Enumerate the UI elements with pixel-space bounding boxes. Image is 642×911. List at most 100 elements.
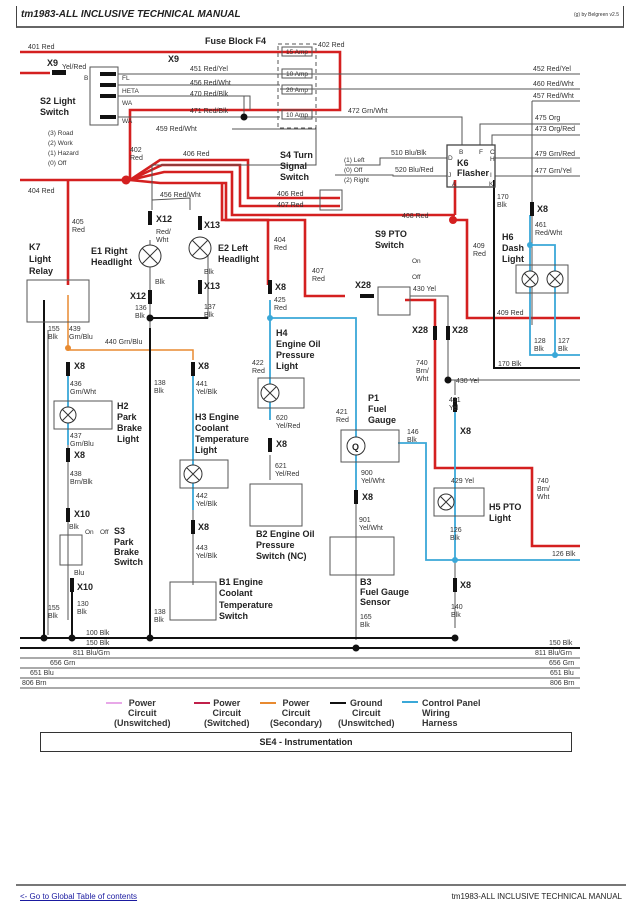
legend-text: Circuit	[352, 708, 381, 718]
k7-label: K7	[29, 242, 41, 252]
connector-x8-a: X8	[275, 282, 286, 292]
connector-x8-i: X8	[198, 522, 209, 532]
b3-label-2: Fuel Gauge	[360, 587, 409, 597]
wire-label: 406 Red	[277, 191, 304, 198]
wire-label: 470 Red/Blk	[190, 91, 229, 98]
wire-label: 651 Blu	[30, 670, 54, 677]
gauge-icon: Q	[346, 436, 366, 456]
diagram-caption: SE4 - Instrumentation	[40, 732, 572, 752]
wire-label: 165	[360, 614, 372, 621]
k6-label: K6	[457, 158, 469, 168]
wire-label: 425	[274, 297, 286, 304]
wire-label: 621	[275, 463, 287, 470]
s4-label-3: Switch	[280, 172, 309, 182]
h6-label-2: Dash	[502, 243, 524, 253]
bottom-buses	[20, 657, 580, 689]
connector-x8-j: X8	[460, 580, 471, 590]
wires-x9	[118, 73, 280, 118]
k6-flasher-box	[446, 144, 496, 188]
wire-label: 409 Red	[497, 310, 524, 317]
splice-471	[240, 113, 248, 121]
manual-title: tm1983-ALL INCLUSIVE TECHNICAL MANUAL	[21, 9, 241, 20]
b2-box	[249, 483, 303, 527]
wire-439-440	[67, 295, 194, 360]
legend-swatch	[402, 701, 418, 703]
wire-label: 656 Grn	[50, 660, 75, 667]
wire-label: Blk	[558, 346, 568, 353]
k6-pin-a: A	[452, 181, 457, 188]
h2-label-3: Brake	[117, 423, 142, 433]
h5-label: H5 PTO	[489, 502, 521, 512]
connector-x10-a: X10	[74, 509, 90, 519]
s4-label: S4 Turn	[280, 150, 313, 160]
h3-label-2: Coolant	[195, 423, 229, 433]
wire-s4	[320, 196, 340, 208]
signal-wires	[47, 73, 580, 640]
connector-x8-f: X8	[276, 439, 287, 449]
h4-label-2: Engine Oil	[276, 339, 321, 349]
wire-label: 404 Red	[28, 188, 55, 195]
footer-title: tm1983-ALL INCLUSIVE TECHNICAL MANUAL	[451, 892, 622, 901]
lamps: Q	[59, 236, 564, 511]
p1-box	[340, 429, 400, 463]
lamp-icon	[138, 244, 162, 268]
splice-gnd-6	[451, 634, 459, 642]
legend-item-power-switched: Power Circuit (Switched)	[194, 698, 250, 728]
k7-relay-box	[26, 279, 90, 323]
wire-label: 408 Red	[402, 213, 429, 220]
wire-label: Blu	[74, 570, 84, 577]
s2-position-road: (3) Road	[48, 130, 74, 137]
wire-label: Red	[336, 417, 349, 424]
wire-label: 900	[361, 470, 373, 477]
s2-terminal-b: B	[84, 75, 88, 82]
k6-pin-h: H	[490, 156, 495, 163]
h2-label-2: Park	[117, 412, 138, 422]
fuse-label-3: 20 Amp	[286, 87, 308, 94]
wire-label: Grn/Blu	[70, 441, 94, 448]
wire-label: 170	[497, 194, 509, 201]
wire-label: Blk	[48, 613, 58, 620]
wire-label: 460 Red/Wht	[533, 81, 574, 88]
wires-452-460	[280, 73, 580, 90]
splice-red-main	[121, 175, 131, 185]
k6-pin-f: F	[479, 149, 483, 156]
h2-label: H2	[117, 401, 129, 411]
wire-label: Brn/	[537, 486, 550, 493]
legend-text: (Unswitched)	[114, 718, 171, 728]
wire-label: 620	[276, 415, 288, 422]
wire-label: Yel/Blk	[196, 501, 218, 508]
b2-label-3: Switch (NC)	[256, 551, 307, 561]
lamp-icon	[546, 270, 564, 288]
wire-label: 656 Grn	[549, 660, 574, 667]
legend-text: Harness	[422, 718, 458, 728]
wire-label: Grn/Blu	[69, 334, 93, 341]
b1-label-2: Coolant	[219, 588, 253, 598]
component-outlines	[26, 43, 569, 621]
page-header: tm1983-ALL INCLUSIVE TECHNICAL MANUAL (g…	[16, 6, 624, 28]
s3-position-off: Off	[100, 529, 109, 536]
wire-label: Blk	[69, 524, 79, 531]
k6-pin-i: I	[490, 172, 492, 179]
wire-label: Blk	[77, 609, 87, 616]
wire-label: Blk	[154, 617, 164, 624]
wire-label: 461	[535, 222, 547, 229]
toc-link[interactable]: <- Go to Global Table of contents	[20, 892, 138, 901]
b1-box	[169, 581, 217, 621]
wire-label: 431	[449, 397, 461, 404]
splice-blue-126	[452, 557, 458, 563]
wire-label: 520 Blu/Red	[395, 167, 434, 174]
s3-label-4: Switch	[114, 557, 143, 567]
wire-label: 150 Blk	[86, 640, 110, 647]
wires-479-477	[495, 157, 580, 177]
wire-401-402	[20, 50, 342, 180]
p1-label: P1	[368, 393, 379, 403]
legend-swatch	[330, 702, 346, 704]
wire-label: 404	[274, 237, 286, 244]
splice-red-408	[449, 216, 457, 224]
splice-gnd-5	[352, 644, 360, 652]
k6-pin-d: D	[448, 155, 453, 162]
legend-text: Ground	[350, 698, 383, 708]
wire-label: 155	[48, 605, 60, 612]
connector-x8-e: X8	[74, 450, 85, 460]
legend-text: Power	[128, 698, 156, 708]
